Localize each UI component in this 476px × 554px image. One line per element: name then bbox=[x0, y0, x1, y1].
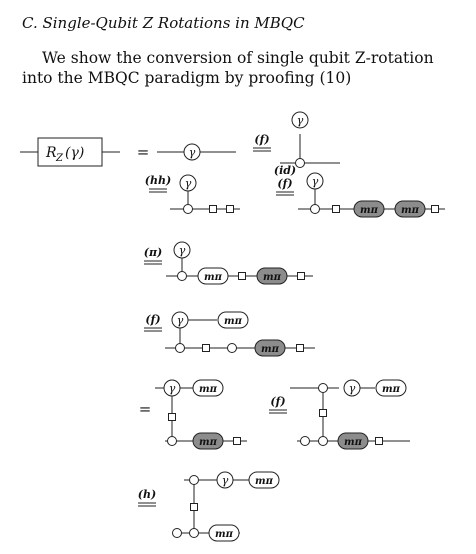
mpi-white-spider bbox=[217, 311, 249, 329]
gamma-label: γ bbox=[222, 474, 229, 487]
z-spider-node bbox=[189, 528, 199, 538]
hadamard-box bbox=[431, 205, 439, 213]
hadamard-box bbox=[233, 437, 241, 445]
rz-gate-label: R bbox=[45, 145, 57, 161]
mpi-label: mπ bbox=[204, 272, 223, 283]
hadamard-box bbox=[238, 272, 246, 280]
hadamard-box bbox=[375, 437, 383, 445]
z-spider-node bbox=[318, 383, 328, 393]
rule-label-f: (f) bbox=[277, 177, 292, 190]
mpi-label: mπ bbox=[215, 529, 234, 540]
z-spider-node bbox=[177, 271, 187, 281]
section-paragraph: We show the conversion of single qubit Z… bbox=[22, 49, 434, 87]
hadamard-box bbox=[226, 205, 234, 213]
z-spider-node bbox=[295, 158, 305, 168]
rule-label-f: (f) bbox=[145, 313, 160, 326]
gamma-label: γ bbox=[349, 382, 356, 395]
gamma-spider bbox=[173, 241, 191, 259]
rule-label-h: (h) bbox=[138, 488, 156, 501]
rz-gate-argument: (γ) bbox=[65, 145, 84, 161]
equals-sign: = bbox=[139, 400, 152, 418]
hadamard-box bbox=[319, 409, 327, 417]
mpi-gray-spider bbox=[256, 267, 288, 285]
gamma-label: γ bbox=[179, 244, 186, 257]
z-spider-node bbox=[183, 204, 193, 214]
hadamard-box bbox=[296, 344, 304, 352]
rz-gate-subscript: Z bbox=[55, 153, 64, 164]
mpi-label: mπ bbox=[263, 272, 282, 283]
z-spider-node bbox=[175, 343, 185, 353]
gamma-label: γ bbox=[185, 177, 192, 190]
mpi-gray-spider bbox=[394, 200, 426, 218]
z-spider-node bbox=[167, 436, 177, 446]
equals-sign: = bbox=[137, 143, 150, 161]
section-heading: C. Single-Qubit Z Rotations in MBQC bbox=[22, 14, 305, 32]
gamma-spider bbox=[179, 174, 197, 192]
mpi-label: mπ bbox=[255, 476, 274, 487]
mpi-label: mπ bbox=[224, 316, 243, 327]
rule-label-hh: (hh) bbox=[145, 174, 171, 187]
hadamard-box bbox=[202, 344, 210, 352]
hadamard-box bbox=[297, 272, 305, 280]
mpi-white-spider bbox=[375, 379, 407, 397]
gamma-label: γ bbox=[297, 114, 304, 127]
gamma-spider bbox=[183, 143, 201, 161]
gamma-spider bbox=[306, 172, 324, 190]
mpi-label: mπ bbox=[261, 344, 280, 355]
gamma-spider bbox=[291, 111, 309, 129]
gamma-label: γ bbox=[177, 314, 184, 327]
mpi-gray-spider bbox=[254, 339, 286, 357]
gamma-label: γ bbox=[189, 146, 196, 159]
mpi-gray-spider bbox=[337, 432, 369, 450]
rule-label-pi: (π) bbox=[144, 246, 162, 259]
mpi-label: mπ bbox=[199, 384, 218, 395]
z-spider-node bbox=[310, 204, 320, 214]
gamma-label: γ bbox=[169, 382, 176, 395]
mpi-label: mπ bbox=[199, 437, 218, 448]
z-spider-node bbox=[172, 528, 182, 538]
z-spider-node bbox=[318, 436, 328, 446]
mpi-label: mπ bbox=[382, 384, 401, 395]
rz-gate-box bbox=[37, 137, 103, 167]
mpi-white-spider bbox=[197, 267, 229, 285]
hadamard-box bbox=[209, 205, 217, 213]
mpi-white-spider bbox=[248, 471, 280, 489]
rule-label-id: (id) bbox=[274, 164, 296, 177]
rule-label-f: (f) bbox=[270, 395, 285, 408]
rule-label-f: (f) bbox=[254, 133, 269, 146]
z-spider-node bbox=[189, 475, 199, 485]
mpi-label: mπ bbox=[401, 205, 420, 216]
z-spider-node bbox=[227, 343, 237, 353]
mpi-gray-spider bbox=[192, 432, 224, 450]
mpi-label: mπ bbox=[360, 205, 379, 216]
hadamard-box bbox=[190, 503, 198, 511]
z-spider-node bbox=[300, 436, 310, 446]
mpi-label: mπ bbox=[344, 437, 363, 448]
mpi-gray-spider bbox=[353, 200, 385, 218]
gamma-label: γ bbox=[312, 175, 319, 188]
hadamard-box bbox=[332, 205, 340, 213]
hadamard-box bbox=[168, 413, 176, 421]
mpi-white-spider bbox=[208, 524, 240, 542]
